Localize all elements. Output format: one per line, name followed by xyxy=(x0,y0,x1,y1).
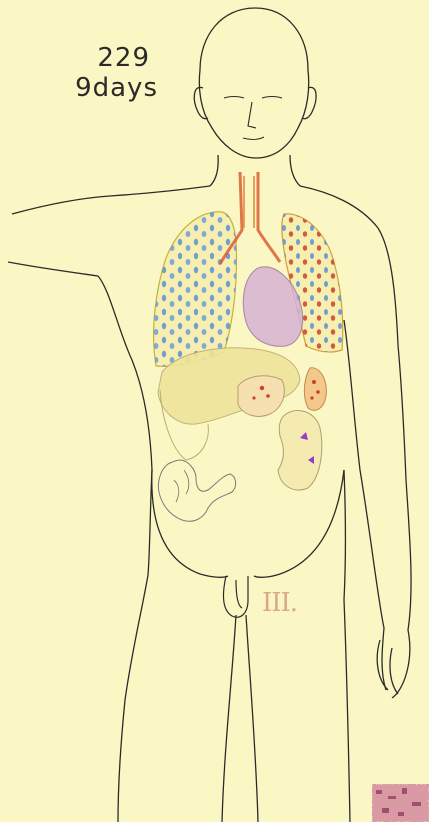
right-eye xyxy=(262,97,282,99)
stomach xyxy=(238,376,284,417)
head xyxy=(194,8,316,158)
left-leg-inner xyxy=(222,615,236,822)
right-leg-inner xyxy=(246,615,258,822)
intestine-loops xyxy=(174,470,189,502)
left-lung-spots xyxy=(154,212,237,366)
stage-mark: III. xyxy=(262,588,297,618)
right-leg-outer xyxy=(344,470,350,822)
right-hand xyxy=(377,640,398,694)
nose xyxy=(248,102,256,128)
mouth xyxy=(243,137,264,139)
left-arm-lower-and-side xyxy=(8,262,152,575)
neck-left xyxy=(210,155,218,186)
left-leg-outer xyxy=(118,575,148,822)
right-arm-inner xyxy=(344,320,386,690)
kidney xyxy=(278,410,322,490)
stamp-mark xyxy=(372,784,429,822)
intestines xyxy=(158,460,235,521)
left-arm-upper xyxy=(12,186,210,214)
face xyxy=(224,97,282,140)
left-eye xyxy=(224,97,244,99)
neck-right xyxy=(290,155,300,186)
abdomen-left xyxy=(152,470,228,577)
genital-outline xyxy=(224,576,248,617)
spleen xyxy=(304,368,326,411)
